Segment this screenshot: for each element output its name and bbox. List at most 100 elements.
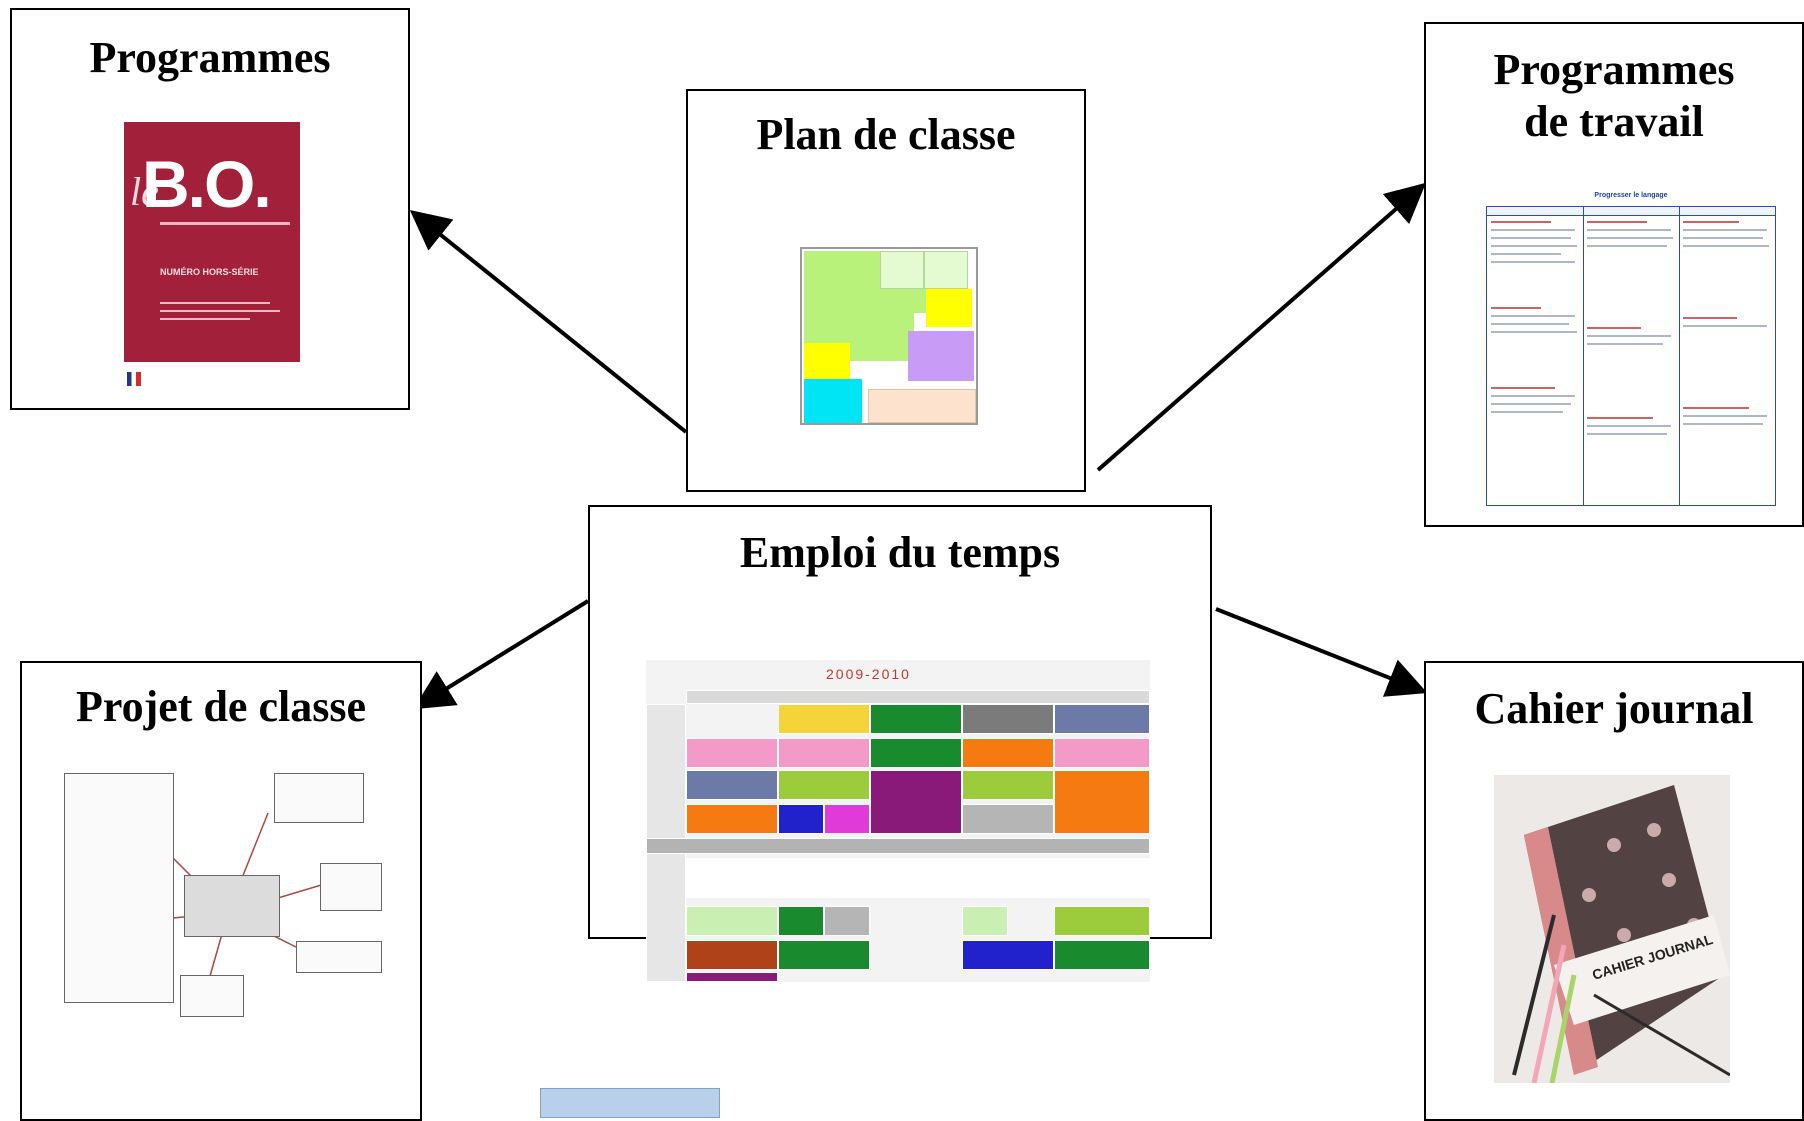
timetable-slot <box>686 906 778 936</box>
table-text-line <box>1587 237 1673 239</box>
timetable-slot <box>962 738 1054 768</box>
bo-rule <box>160 222 290 225</box>
programmes-de-travail-title-line2: de travail <box>1524 97 1704 146</box>
table-text-line <box>1587 245 1667 247</box>
timetable-slot <box>778 704 870 734</box>
timetable-slot <box>686 972 778 982</box>
plan-zone-cyan <box>804 379 862 423</box>
bo-rule <box>160 302 270 304</box>
programmes-box: Programmes le B.O. NUMÉRO HORS-SÉRIE <box>10 8 410 410</box>
table-text-line <box>1587 425 1671 427</box>
bo-prefix: le <box>130 169 159 214</box>
plan-de-classe-box: Plan de classe <box>686 89 1086 492</box>
timetable-slot <box>686 940 778 970</box>
table-text-line <box>1587 343 1663 345</box>
table-text-line <box>1683 229 1767 231</box>
programme-table-image: Progresser le langage <box>1482 186 1780 510</box>
bo-rule <box>160 310 280 312</box>
programme-table-column <box>1583 207 1584 505</box>
table-text-line <box>1491 323 1569 325</box>
table-text-line <box>1491 411 1563 413</box>
timetable-slot <box>1054 704 1150 734</box>
table-text-line <box>1491 221 1551 223</box>
timetable-slot <box>870 704 962 734</box>
plan-zone-purple <box>908 331 974 381</box>
arrow-to-projet-de-classe <box>413 599 590 710</box>
timetable-slot <box>686 738 778 768</box>
mindmap-node <box>64 773 174 1003</box>
programmes-de-travail-title-line1: Programmes <box>1493 45 1735 94</box>
mindmap-node <box>274 773 364 823</box>
plan-zone-lightgreen <box>880 251 924 289</box>
classroom-plan-image <box>800 247 978 425</box>
timetable-slot <box>1054 770 1150 834</box>
timetable-slot <box>962 906 1008 936</box>
bottom-tab[interactable] <box>540 1088 720 1118</box>
timetable-slot <box>778 906 824 936</box>
table-text-line <box>1587 335 1671 337</box>
plan-zone-lightgreen <box>924 251 968 289</box>
plan-zone-green <box>842 309 914 361</box>
mindmap-node <box>320 863 382 911</box>
table-text-line <box>1491 261 1575 263</box>
notebook-illustration: CAHIER JOURNAL <box>1512 785 1730 1083</box>
table-text-line <box>1683 407 1749 409</box>
table-text-line <box>1683 221 1739 223</box>
timetable-header-row <box>686 690 1150 704</box>
table-text-line <box>1491 395 1575 397</box>
arrow-to-cahier-journal <box>1215 607 1428 697</box>
mindmap-node <box>180 975 244 1017</box>
timetable-heading: 2009-2010 <box>826 666 911 682</box>
programme-table-header-row <box>1487 207 1775 216</box>
mindmap-central-node <box>184 875 280 937</box>
timetable-slot <box>962 704 1054 734</box>
timetable-slot <box>962 940 1054 970</box>
arrow-to-programmes <box>409 209 688 434</box>
timetable-slot <box>870 738 962 768</box>
timetable-slot <box>1054 906 1150 936</box>
timetable-slot <box>962 770 1054 800</box>
programmes-title: Programmes <box>89 33 331 82</box>
table-text-line <box>1683 237 1763 239</box>
table-text-line <box>1587 221 1647 223</box>
cahier-journal-title: Cahier journal <box>1474 684 1754 733</box>
notebook-photo: CAHIER JOURNAL <box>1494 775 1730 1083</box>
timetable-slot <box>778 804 824 834</box>
table-text-line <box>1683 317 1737 319</box>
timetable-slot <box>870 770 962 834</box>
table-text-line <box>1491 237 1571 239</box>
timetable-slot <box>962 804 1054 834</box>
bo-logo: B.O. <box>142 147 272 221</box>
programmes-de-travail-box: Programmes de travail Progresser le lang… <box>1424 22 1804 527</box>
table-text-line <box>1587 417 1653 419</box>
table-text-line <box>1683 423 1763 425</box>
emploi-du-temps-title: Emploi du temps <box>739 528 1061 577</box>
timetable-slot <box>1054 738 1150 768</box>
project-mindmap-image <box>58 763 388 1031</box>
table-text-line <box>1587 229 1671 231</box>
plan-zone-yellow <box>926 289 972 327</box>
table-text-line <box>1491 315 1575 317</box>
table-text-line <box>1491 403 1571 405</box>
timetable-slot <box>686 804 778 834</box>
projet-de-classe-title: Projet de classe <box>76 682 366 731</box>
timetable-slot <box>824 804 870 834</box>
plan-de-classe-title: Plan de classe <box>756 110 1016 159</box>
table-text-line <box>1683 415 1767 417</box>
timetable-slot <box>778 770 870 800</box>
timetable-slot <box>686 770 778 800</box>
timetable-image: 2009-2010 <box>646 660 1150 982</box>
table-text-line <box>1491 387 1555 389</box>
table-text-line <box>1587 433 1667 435</box>
projet-de-classe-box: Projet de classe <box>20 661 422 1121</box>
table-text-line <box>1491 229 1575 231</box>
table-text-line <box>1683 325 1767 327</box>
bo-rule <box>160 318 250 320</box>
cahier-journal-box: Cahier journal CAHIER JOURNAL <box>1424 661 1804 1121</box>
table-text-line <box>1491 331 1577 333</box>
programme-table-grid <box>1486 206 1776 506</box>
republic-flag-icon <box>127 372 141 386</box>
timetable-slot <box>778 940 870 970</box>
timetable-slot <box>824 906 870 936</box>
